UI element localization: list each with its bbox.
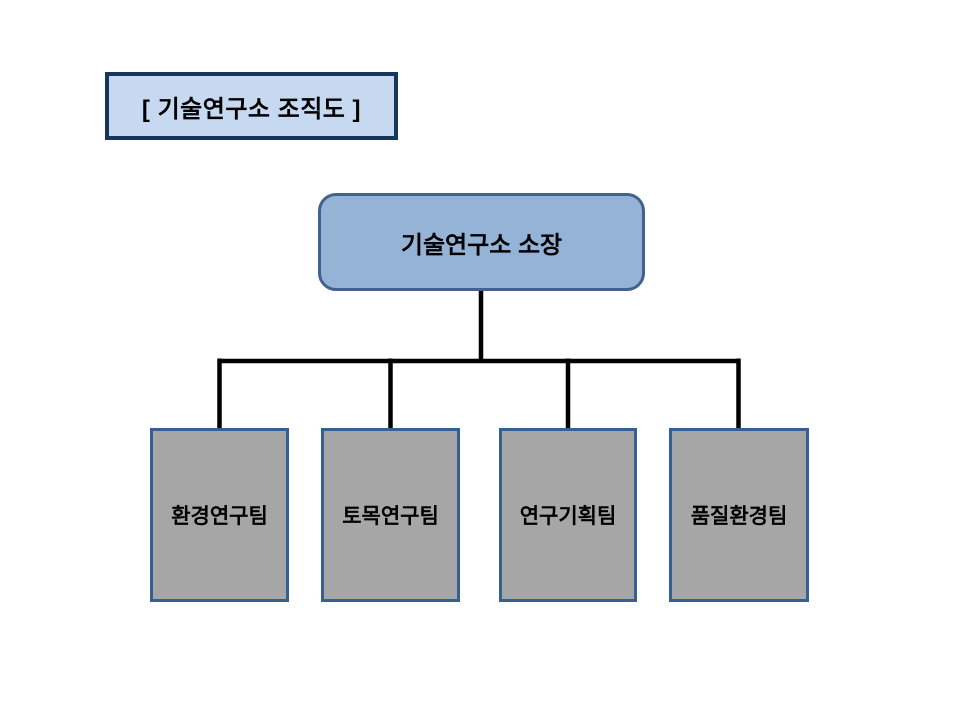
chart-title: [ 기술연구소 조직도 ] xyxy=(141,95,362,123)
org-node-team-research-planning: 연구기획팀 xyxy=(499,428,637,602)
org-node-team-label: 토목연구팀 xyxy=(342,505,439,528)
org-node-team-civil-research: 토목연구팀 xyxy=(321,428,460,602)
chart-title-box: [ 기술연구소 조직도 ] xyxy=(105,72,398,140)
org-node-root: 기술연구소 소장 xyxy=(318,193,645,291)
org-node-team-label: 연구기획팀 xyxy=(519,505,617,528)
org-node-team-environment-research: 환경연구팀 xyxy=(150,428,289,602)
org-node-team-label: 품질환경팀 xyxy=(690,505,788,528)
org-node-root-label: 기술연구소 소장 xyxy=(400,231,563,259)
org-node-team-quality-environment: 품질환경팀 xyxy=(669,428,809,602)
org-node-team-label: 환경연구팀 xyxy=(171,505,268,528)
